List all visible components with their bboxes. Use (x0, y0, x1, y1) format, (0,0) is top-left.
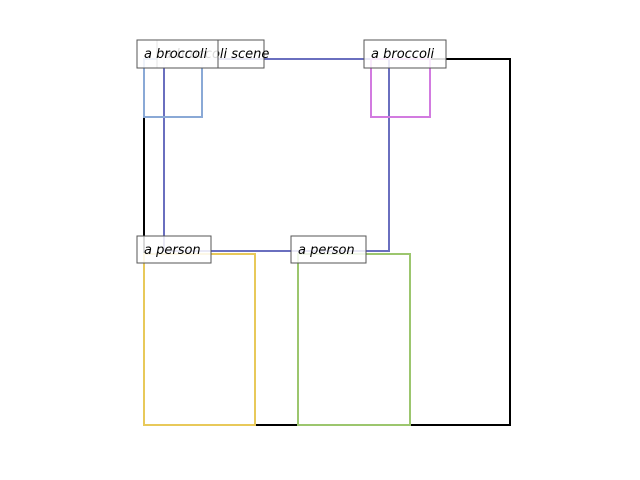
broccoli-label-1: a broccoli (136, 39, 219, 69)
scene-bounding-box (163, 58, 390, 252)
person-bounding-box-1 (143, 253, 256, 426)
person-label-1-text: a person (144, 243, 201, 258)
person-label-1: a person (136, 235, 212, 264)
person-bounding-box-2 (297, 253, 411, 426)
broccoli-label-2-text: a broccoli (371, 47, 435, 62)
broccoli-label-2: a broccoli (363, 39, 447, 69)
broccoli-label-1-text: a broccoli (144, 47, 208, 62)
person-label-2: a person (290, 235, 367, 264)
person-label-2-text: a person (298, 243, 355, 258)
